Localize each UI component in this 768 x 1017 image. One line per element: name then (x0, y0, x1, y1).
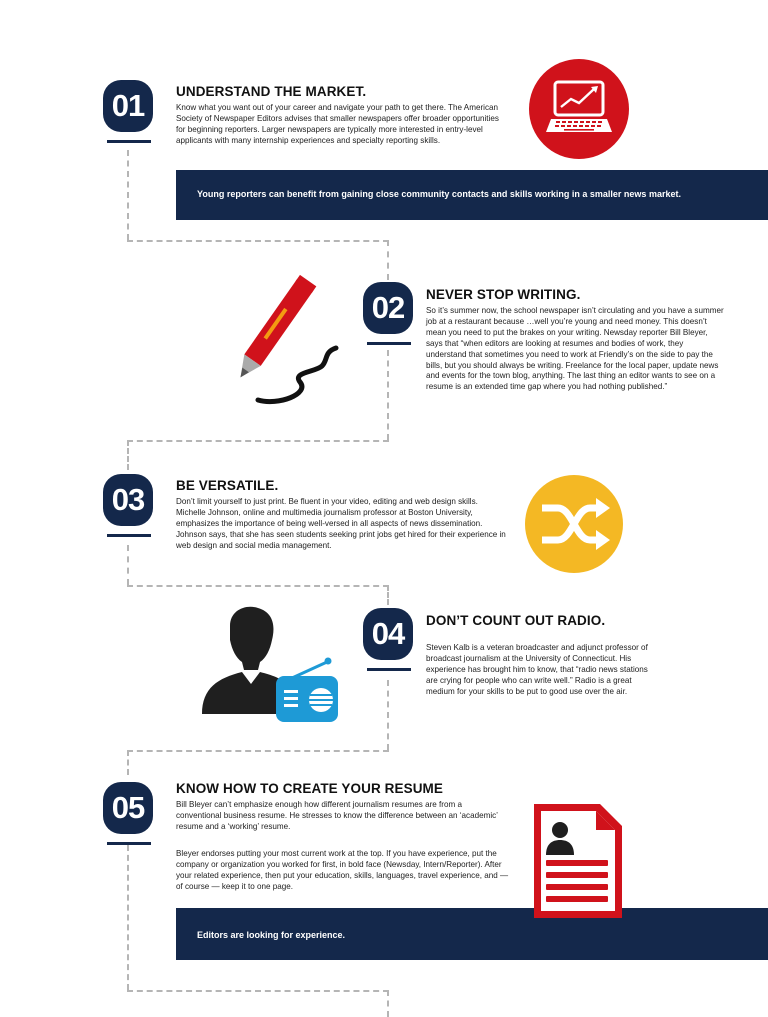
connector-line (127, 240, 389, 242)
section-body: So it’s summer now, the school newspaper… (426, 306, 724, 392)
connector-line (387, 680, 389, 750)
section-title: KNOW HOW TO CREATE YOUR RESUME (176, 781, 444, 796)
pencil-icon (218, 268, 346, 412)
connector-line (127, 150, 129, 240)
section-title: BE VERSATILE. (176, 478, 279, 493)
section-body: Know what you want out of your career an… (176, 103, 499, 145)
connector-line (387, 585, 389, 605)
shuffle-icon (524, 474, 624, 574)
badge-underline (367, 668, 411, 671)
connector-line (387, 990, 389, 1017)
section-body: Bill Bleyer can’t emphasize enough how d… (176, 800, 498, 831)
badge-underline (107, 534, 151, 537)
connector-line (127, 750, 389, 752)
connector-line (127, 585, 389, 587)
connector-line (127, 750, 129, 775)
section-title: NEVER STOP WRITING. (426, 287, 581, 302)
step-number-badge: 05 (103, 782, 153, 834)
callout-banner: Editors are looking for experience. (176, 908, 768, 960)
step-number-badge: 04 (363, 608, 413, 660)
section-body: Don’t limit yourself to just print. Be f… (176, 497, 506, 550)
resume-document-icon (526, 800, 626, 922)
section-title: UNDERSTAND THE MARKET. (176, 84, 367, 99)
callout-banner: Young reporters can benefit from gaining… (176, 170, 768, 220)
badge-underline (107, 140, 151, 143)
connector-line (127, 845, 129, 990)
badge-underline (107, 842, 151, 845)
connector-line (127, 440, 129, 470)
section-body: Steven Kalb is a veteran broadcaster and… (426, 643, 648, 696)
connector-line (387, 240, 389, 280)
connector-line (127, 440, 389, 442)
section-title: DON’T COUNT OUT RADIO. (426, 613, 606, 628)
connector-line (387, 350, 389, 440)
badge-underline (367, 342, 411, 345)
connector-line (127, 545, 129, 585)
step-number-badge: 03 (103, 474, 153, 526)
laptop-chart-icon (528, 58, 630, 160)
callout-text: Young reporters can benefit from gaining… (197, 189, 681, 199)
step-number-badge: 02 (363, 282, 413, 334)
step-number-badge: 01 (103, 80, 153, 132)
person-radio-icon (200, 604, 342, 724)
connector-line (127, 990, 389, 992)
callout-text: Editors are looking for experience. (197, 930, 346, 940)
section-body-secondary: Bleyer endorses putting your most curren… (176, 849, 509, 891)
